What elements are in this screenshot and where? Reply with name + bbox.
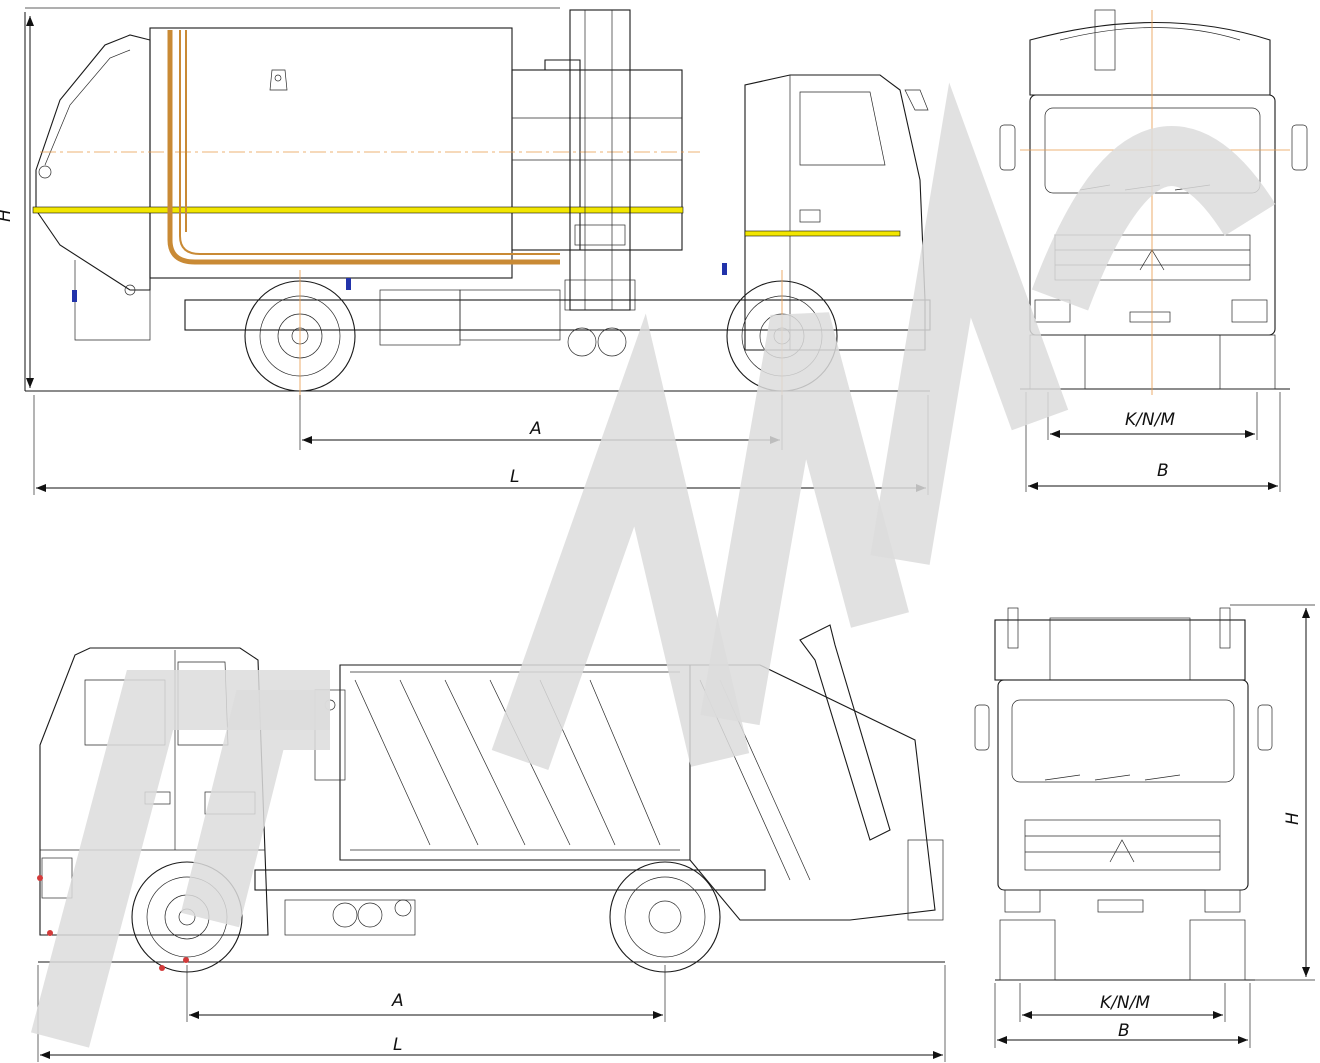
yellow-stripe-body bbox=[32, 206, 684, 214]
watermark bbox=[30, 82, 1276, 1048]
dim-label-knm-top: K/N/M bbox=[1125, 410, 1175, 430]
dim-label-b-top: B bbox=[1157, 461, 1169, 481]
rear-wheel-bottom bbox=[609, 861, 721, 973]
yellow-stripe-cab bbox=[744, 230, 901, 237]
dim-label-h-top: H bbox=[0, 209, 15, 222]
dim-label-l-bottom: L bbox=[393, 1035, 402, 1055]
dim-label-knm-bottom: K/N/M bbox=[1100, 993, 1150, 1013]
side-loader-side-view bbox=[25, 9, 931, 400]
rear-loader-front-view bbox=[974, 607, 1273, 981]
top-front-dimensions: K/N/M B bbox=[1025, 392, 1281, 492]
dim-label-a-bottom: A bbox=[391, 991, 404, 1011]
dim-label-l-top: L bbox=[510, 467, 519, 487]
dim-label-a-top: A bbox=[529, 419, 542, 439]
dim-label-h-bottom: H bbox=[1283, 812, 1303, 825]
bottom-front-dimensions: H K/N/M B bbox=[994, 604, 1315, 1048]
bottom-side-dimensions: A L bbox=[37, 965, 946, 1062]
dim-label-b-bottom: B bbox=[1118, 1021, 1130, 1041]
